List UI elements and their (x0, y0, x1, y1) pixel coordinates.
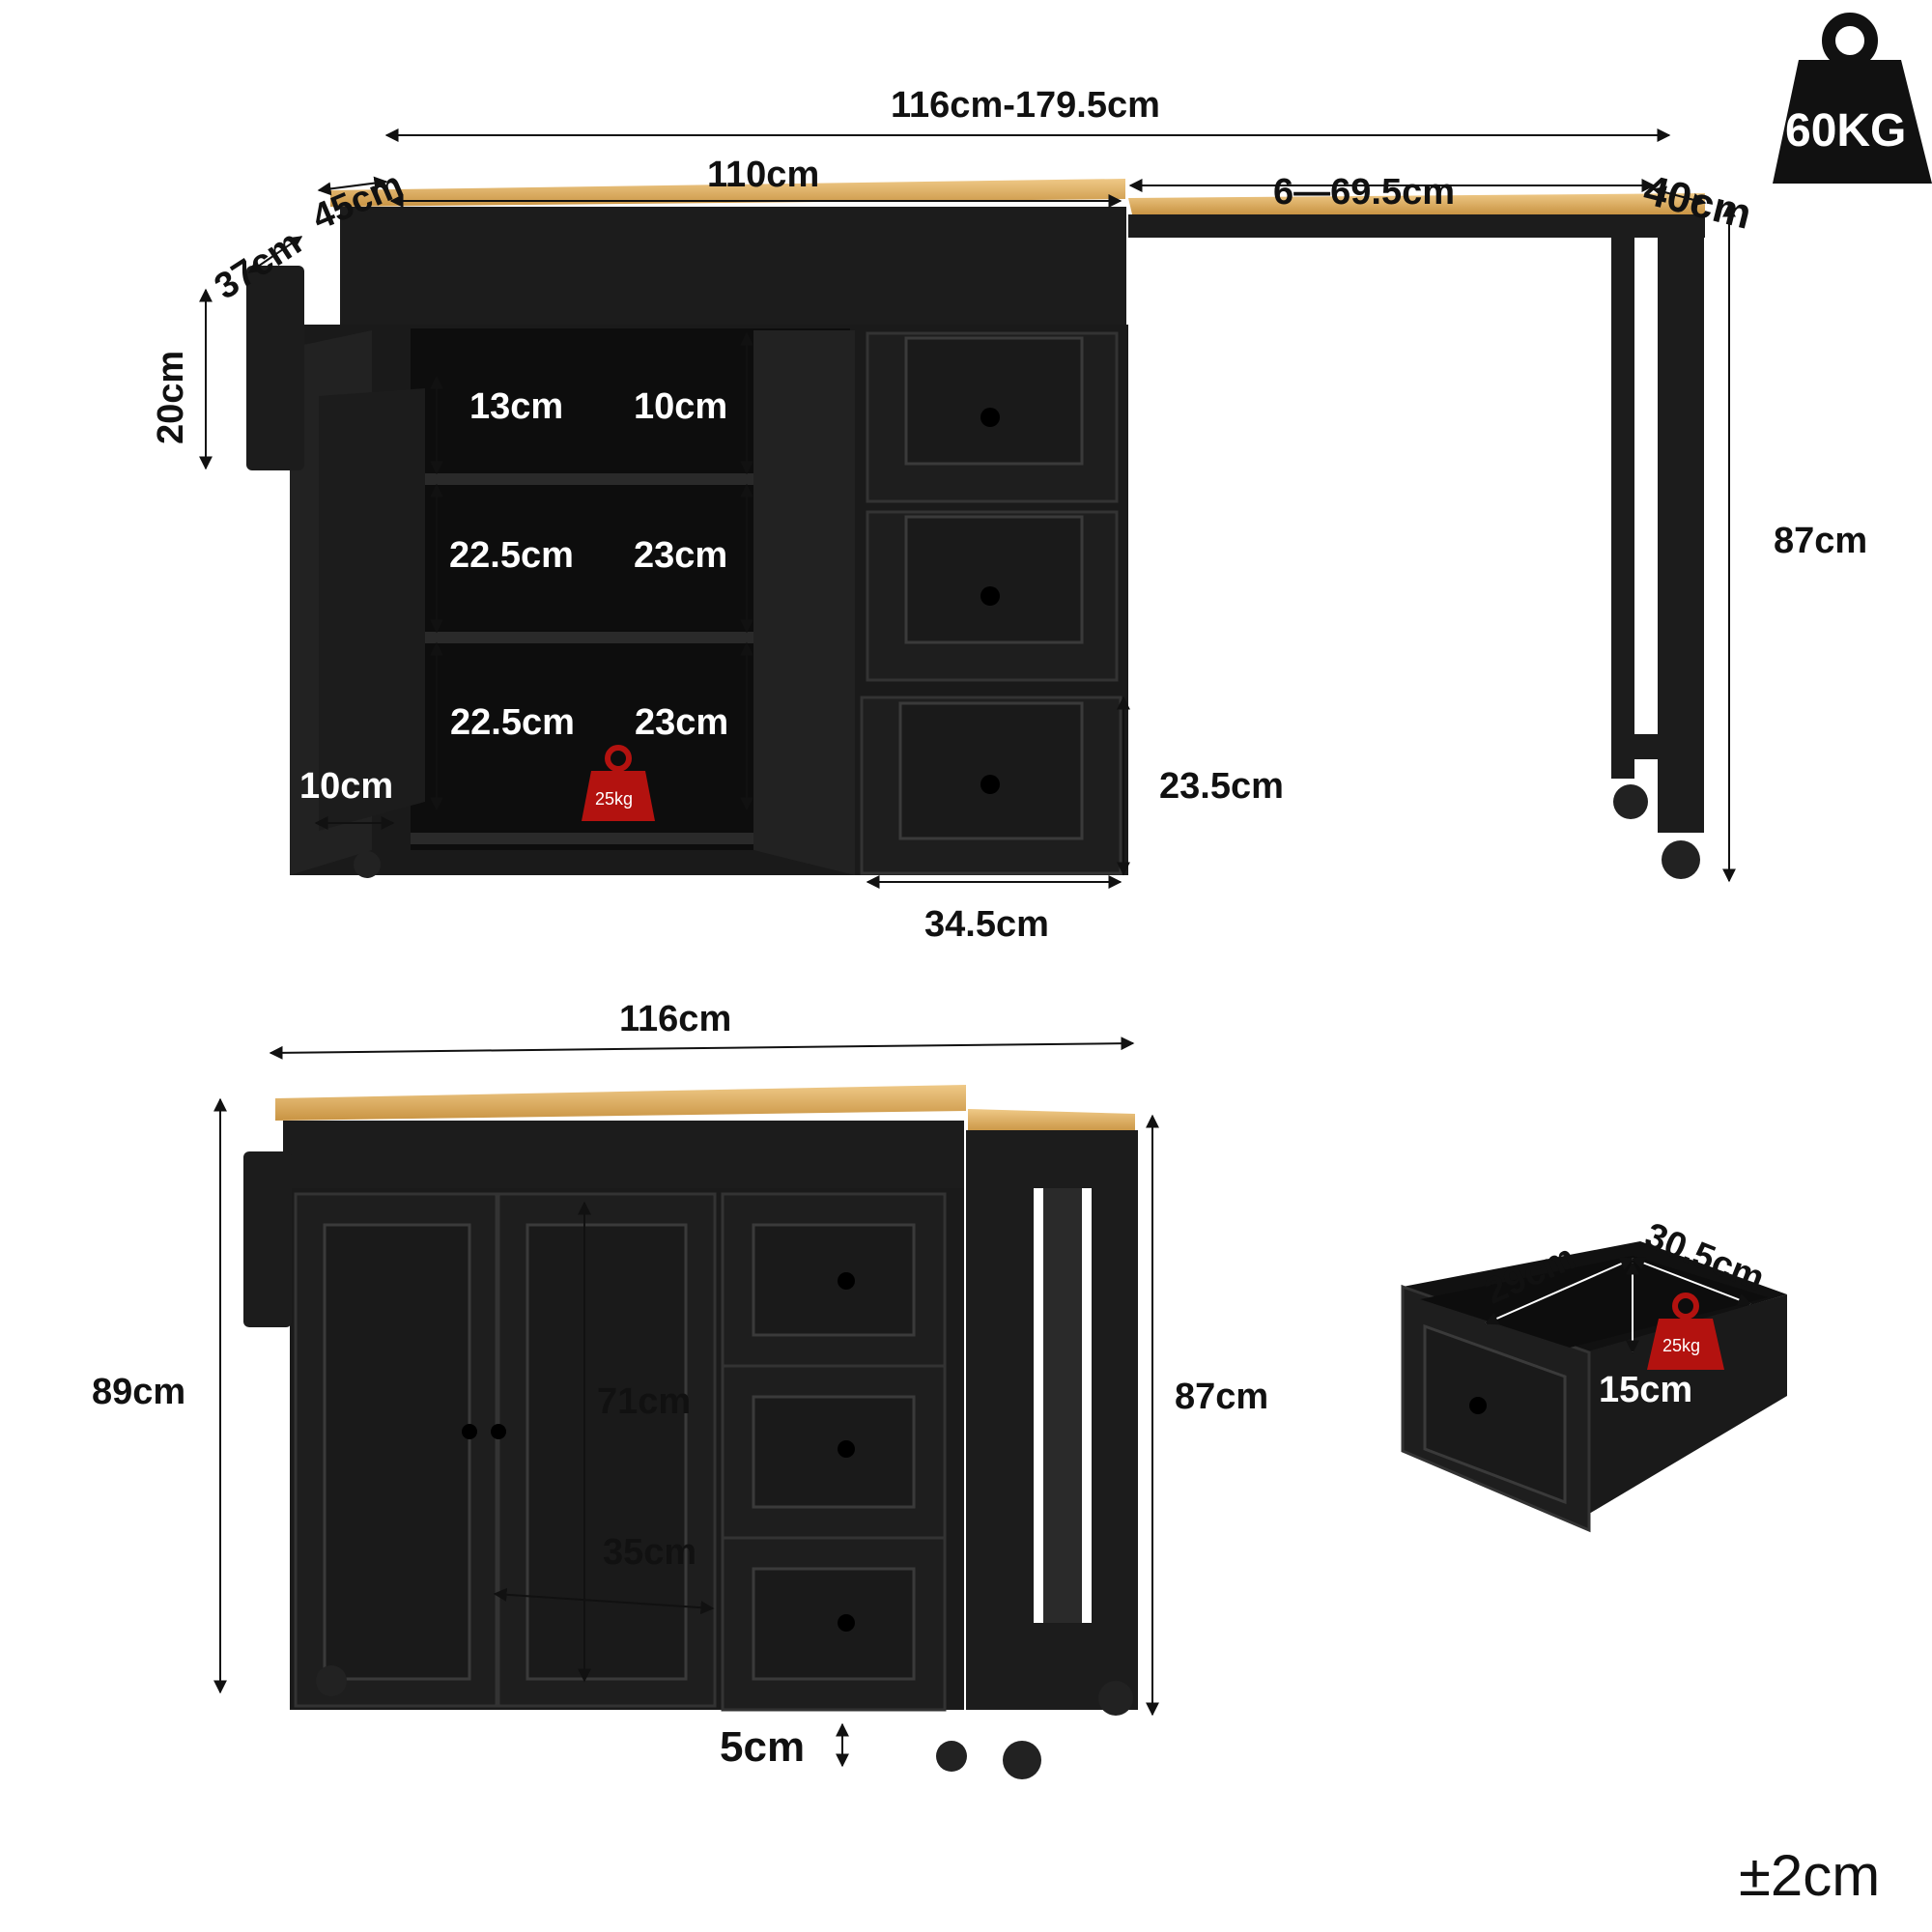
towel-rack-height-label: 20cm (151, 350, 191, 444)
weight-capacity-label: 60KG (1785, 105, 1907, 156)
shelf-mid-right-label: 23cm (634, 535, 728, 576)
shelf-mid-left-label: 22.5cm (449, 535, 574, 576)
caster-height-label: 5cm (720, 1723, 806, 1771)
shelf-low-left-label: 22.5cm (450, 702, 575, 743)
dimension-lines-drawer (1484, 1256, 1752, 1354)
extended-island-illustration (246, 179, 1705, 879)
door-height-label: 71cm (597, 1381, 692, 1422)
total-length-label: 116cm-179.5cm (891, 85, 1160, 126)
front-counter-height-label: 87cm (1175, 1377, 1269, 1417)
shelf-low-right-label: 23cm (635, 702, 729, 743)
front-width-label: 116cm (619, 999, 732, 1039)
drawer-detail-height-label: 15cm (1599, 1370, 1693, 1410)
front-total-height-label: 89cm (92, 1372, 186, 1412)
main-top-length-label: 110cm (707, 155, 820, 195)
dimension-lines-front-view (213, 1037, 1159, 1768)
drawer-height-label: 23.5cm (1159, 766, 1284, 807)
tolerance-label: ±2cm (1739, 1843, 1881, 1908)
shelf-top-left-label: 13cm (469, 386, 564, 427)
shelf-load-label: 25kg (595, 789, 634, 809)
door-width-label: 35cm (603, 1532, 697, 1573)
drawer-load-label: 25kg (1662, 1336, 1701, 1355)
dimension-lines-top-view (199, 128, 1736, 889)
closed-island-illustration (243, 1085, 1138, 1779)
extended-height-label: 87cm (1774, 521, 1868, 561)
drawer-width-label: 34.5cm (924, 904, 1049, 945)
shelf-load-weight-icon (582, 745, 655, 821)
weight-icon (1773, 13, 1932, 184)
shelf-top-right-label: 10cm (634, 386, 728, 427)
extension-length-label: 6—69.5cm (1273, 172, 1456, 213)
door-rack-width-label: 10cm (299, 766, 394, 807)
